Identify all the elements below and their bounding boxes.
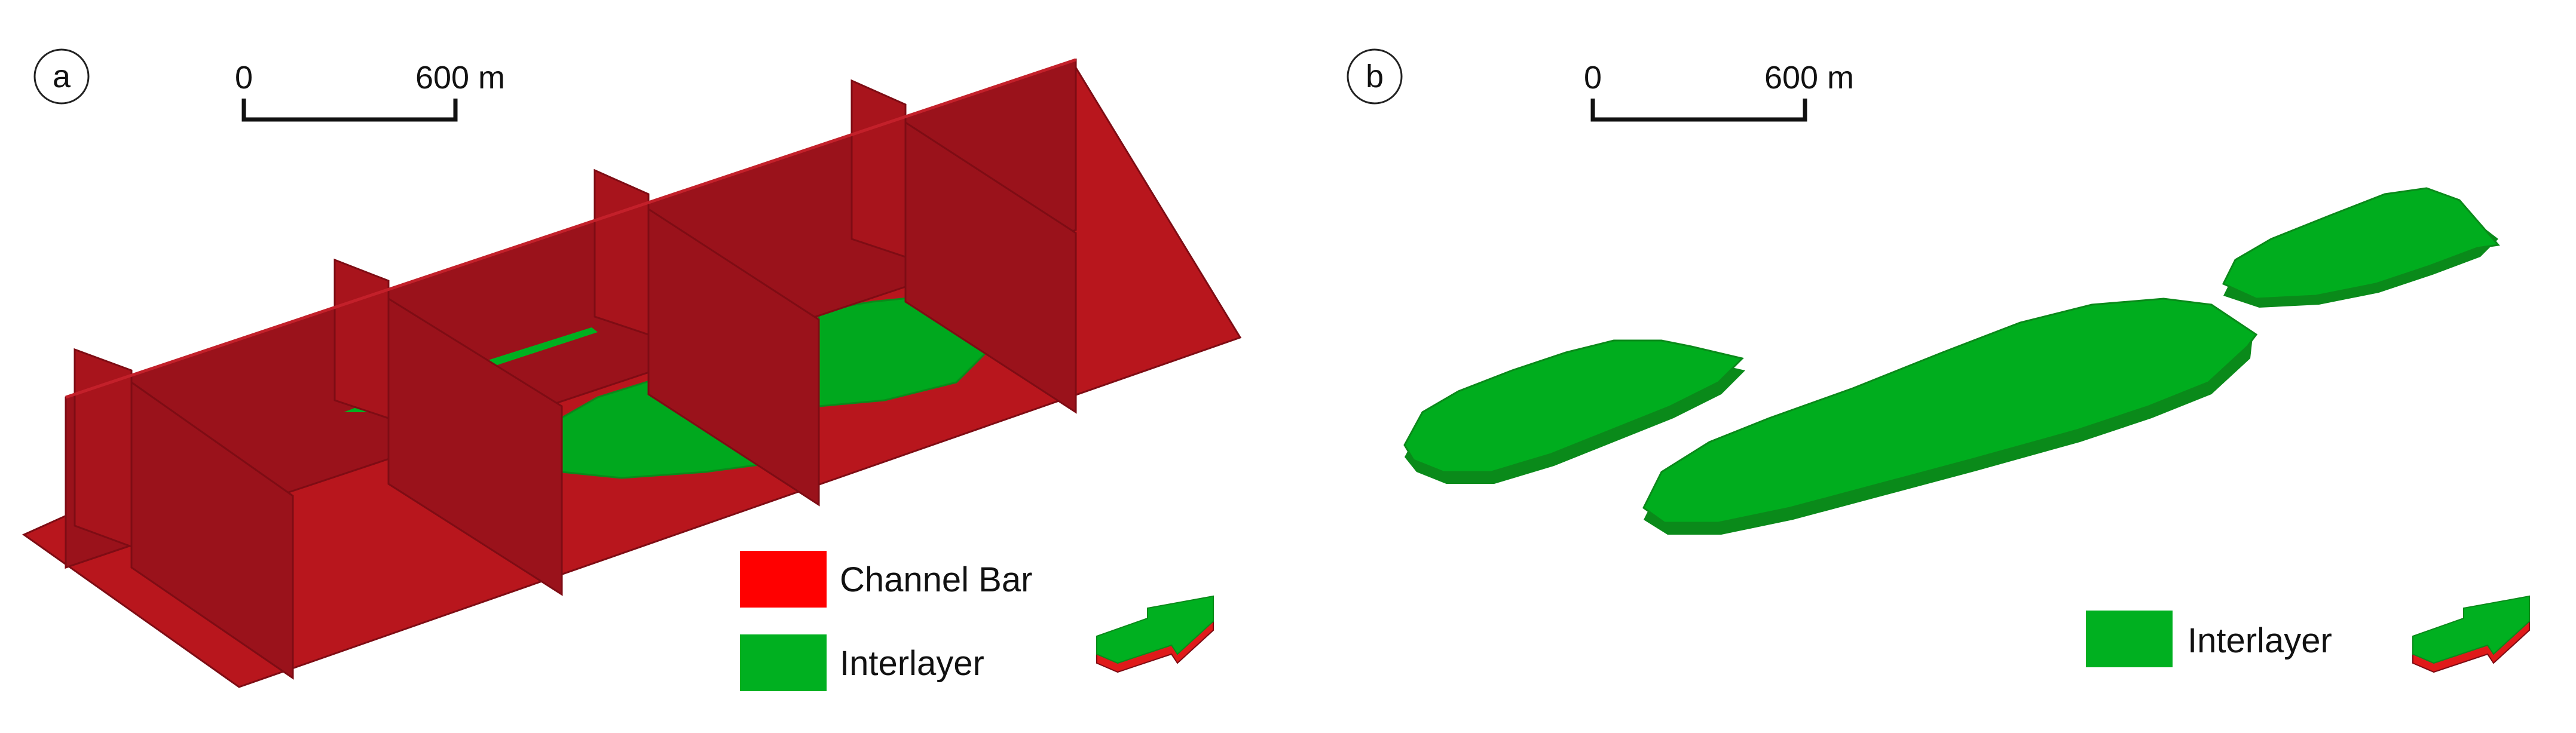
interlayer-body [1403, 339, 1744, 473]
scale-bar-line [241, 99, 458, 122]
panel-label-circle [33, 48, 90, 105]
cross-section [647, 207, 820, 507]
scale-bar-end-label: 600 m [1764, 60, 1854, 96]
scale-bar-start-label: 0 [1584, 60, 1602, 96]
north-arrow-block-icon [2412, 595, 2530, 673]
legend: Channel Bar Interlayer [740, 551, 1032, 691]
interlayer-bodies [1403, 187, 2500, 535]
panel-label-circle [1347, 48, 1403, 105]
interlayer-body [2222, 187, 2500, 300]
interlayer-sliver [484, 327, 598, 367]
legend-swatch-interlayer [740, 634, 827, 691]
scale-bar-start-label: 0 [235, 60, 253, 96]
panel-b: b 0 600 m Interlayer [1347, 48, 2530, 673]
legend-label-interlayer: Interlayer [2188, 621, 2332, 660]
cross-section [593, 168, 650, 336]
legend: Interlayer [2086, 611, 2332, 667]
north-arrow-block-icon [1096, 595, 1214, 673]
cross-section [334, 258, 390, 420]
legend-swatch-channel-bar [740, 551, 827, 608]
scale-bar: 0 600 m [1584, 60, 1854, 122]
cross-section [850, 79, 907, 259]
panel-label: b [1366, 59, 1384, 94]
scale-bar-end-label: 600 m [415, 60, 505, 96]
section-top-edge [65, 58, 1076, 399]
panel-a: a 0 600 m [22, 48, 1242, 691]
cross-section [387, 297, 563, 596]
interlayer-body [1642, 298, 2258, 524]
scale-bar: 0 600 m [235, 60, 505, 122]
cross-section [904, 121, 1077, 414]
cross-section [130, 381, 294, 680]
legend-swatch-interlayer [2086, 611, 2173, 667]
panel-label: a [53, 59, 71, 94]
channel-bar-model [22, 58, 1242, 688]
scale-bar-line [1590, 99, 1807, 122]
legend-label-interlayer: Interlayer [840, 644, 984, 683]
legend-label-channel-bar: Channel Bar [840, 560, 1032, 599]
